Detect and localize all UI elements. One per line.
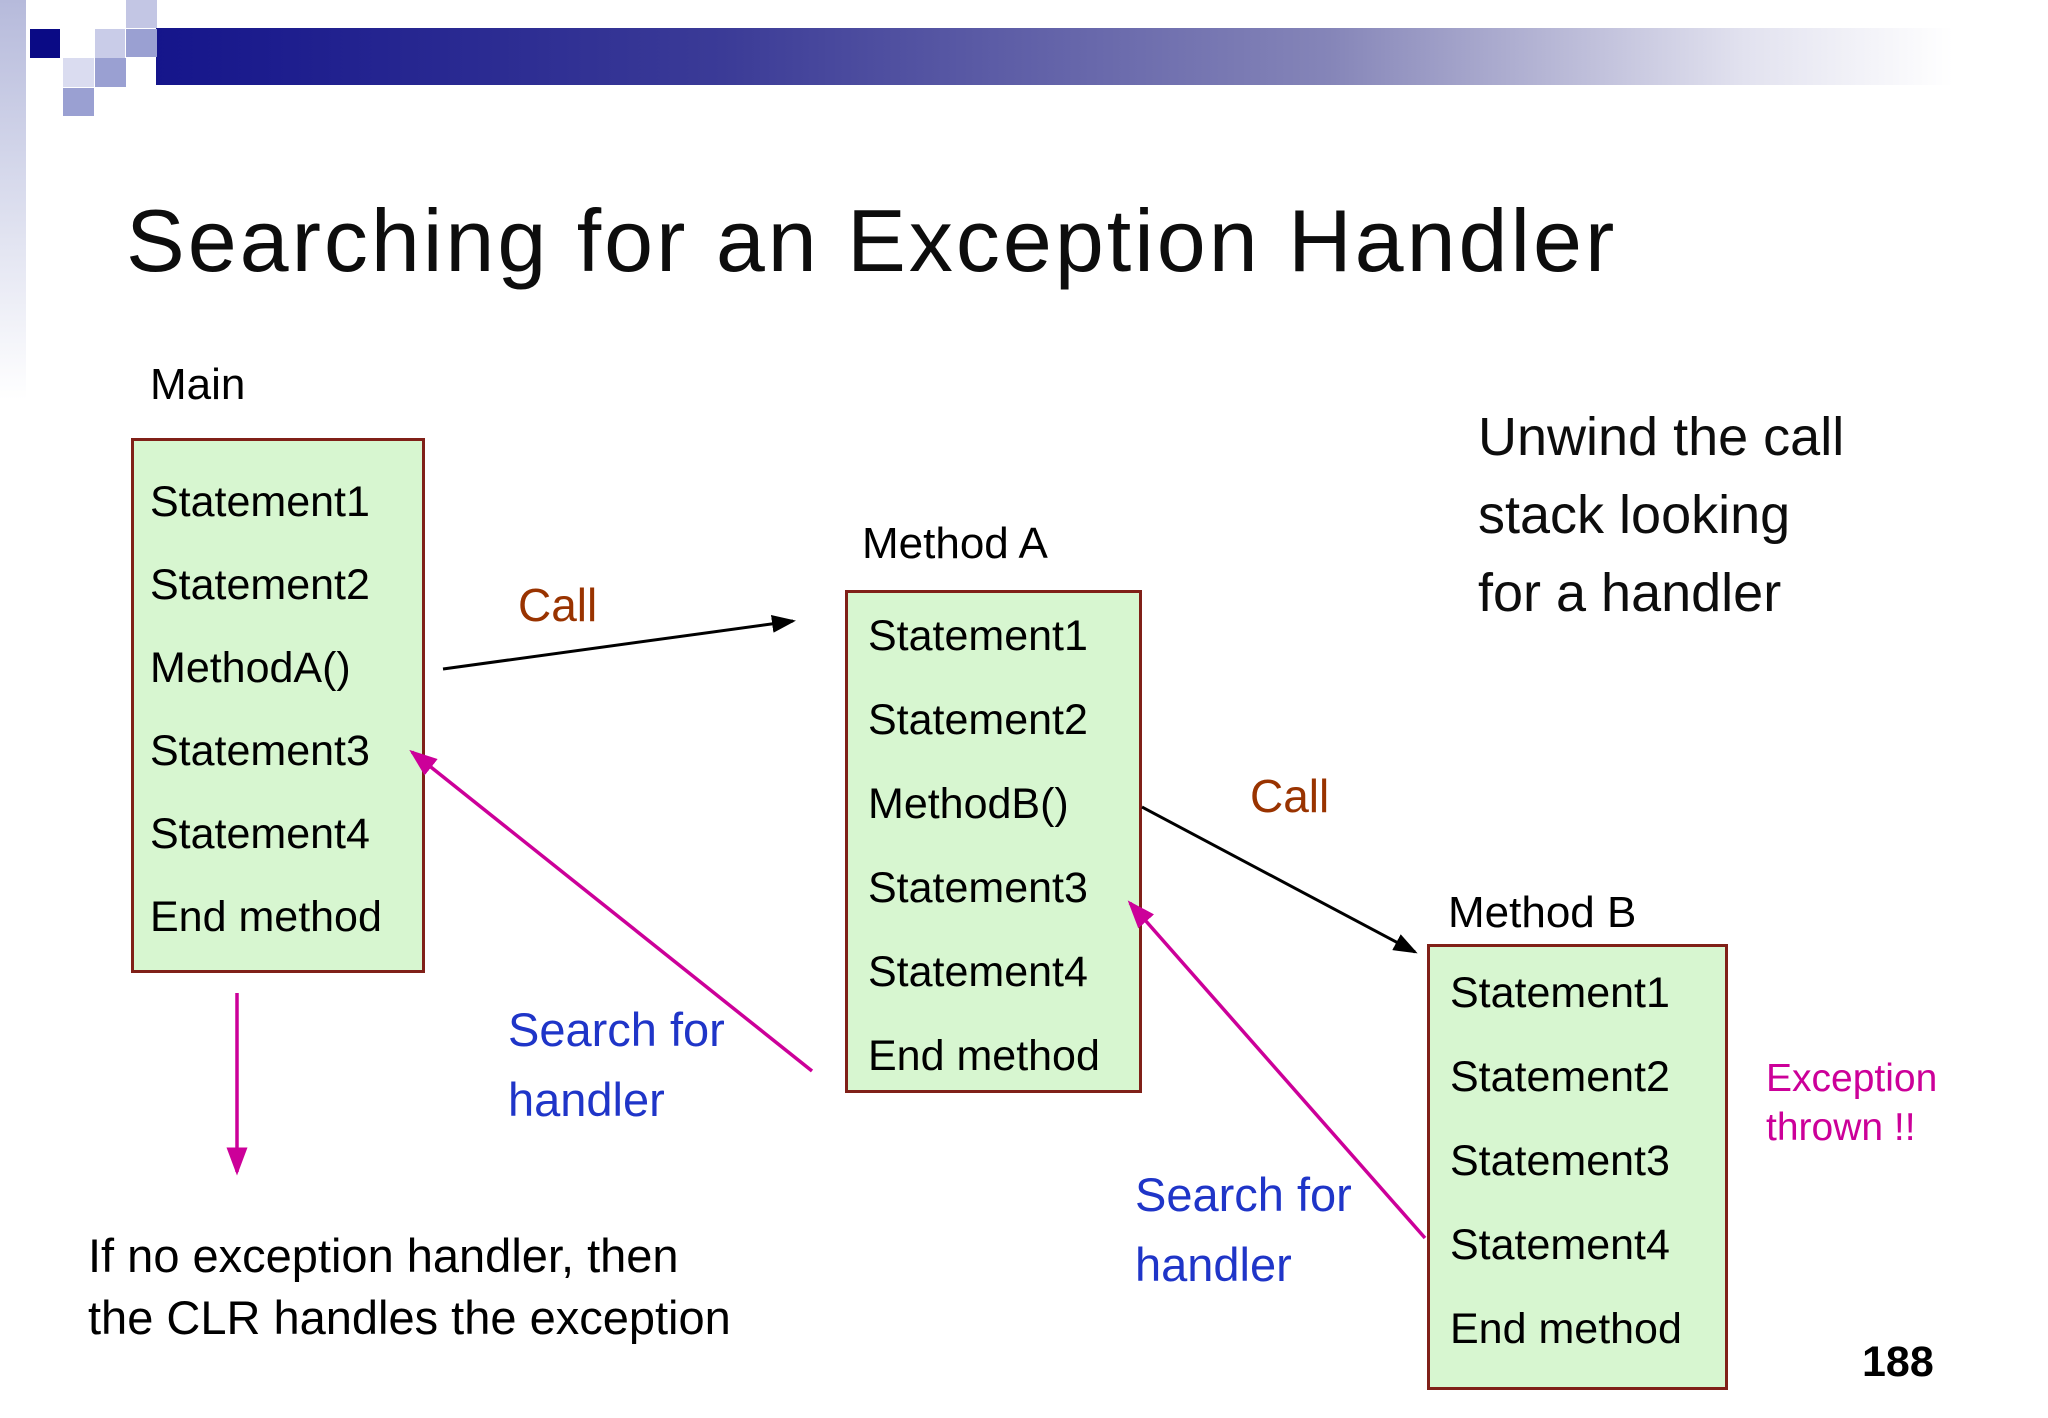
clr-handles-note: If no exception handler, then the CLR ha…: [88, 1225, 731, 1349]
exception-thrown-note: Exception thrown !!: [1766, 1054, 1937, 1152]
statement-row: Statement2: [150, 561, 370, 609]
search-handler-label-1: Search for handler: [508, 995, 725, 1135]
decor-square-top: [126, 0, 157, 28]
statement-row: Statement1: [150, 478, 370, 526]
decor-square-navy: [30, 29, 60, 58]
stack-label-main: Main: [150, 360, 246, 409]
decor-square-mid-left: [95, 58, 126, 87]
call-arrow-main-to-a: [442, 614, 796, 671]
stack-box-main: Statement1 Statement2 MethodA() Statemen…: [131, 438, 425, 973]
search-handler-line2: handler: [1135, 1238, 1292, 1291]
decor-square-pale: [63, 58, 94, 87]
statement-row: Statement1: [868, 612, 1088, 660]
statement-row: Statement4: [150, 810, 370, 858]
stack-box-method-a: Statement1 Statement2 MethodB() Statemen…: [845, 590, 1142, 1093]
call-label-main-to-a: Call: [518, 579, 598, 631]
search-handler-line2: handler: [508, 1073, 665, 1126]
page-title: Searching for an Exception Handler: [126, 191, 1618, 290]
exception-note-line1: Exception: [1766, 1057, 1938, 1100]
statement-row: Statement3: [150, 727, 370, 775]
statement-row: Statement3: [868, 864, 1088, 912]
stack-label-method-b: Method B: [1448, 888, 1637, 937]
decor-square-bottom: [63, 88, 94, 116]
statement-row: Statement3: [1450, 1137, 1670, 1185]
statement-row: MethodB(): [868, 780, 1069, 828]
call-label-a-to-b: Call: [1250, 770, 1330, 822]
clr-note-line1: If no exception handler, then: [88, 1229, 679, 1282]
statement-row: End method: [868, 1032, 1100, 1080]
header-gradient-bar: [156, 28, 2048, 85]
search-handler-label-2: Search for handler: [1135, 1160, 1352, 1300]
statement-row: End method: [150, 893, 382, 941]
statement-row: End method: [1450, 1305, 1682, 1353]
unwind-call-stack-note: Unwind the call stack looking for a hand…: [1478, 398, 1844, 632]
statement-row: Statement4: [1450, 1221, 1670, 1269]
call-arrow-a-to-b: [1141, 805, 1418, 954]
decor-square-light: [95, 29, 125, 58]
statement-row: MethodA(): [150, 644, 351, 692]
stack-label-method-a: Method A: [862, 519, 1048, 568]
decor-square-medium: [126, 29, 157, 57]
page-number: 188: [1862, 1338, 1934, 1386]
unwind-note-line1: Unwind the call: [1478, 407, 1845, 467]
header-left-strip: [0, 0, 26, 400]
search-handler-line1: Search for: [508, 1003, 725, 1056]
statement-row: Statement2: [868, 696, 1088, 744]
search-handler-line1: Search for: [1135, 1168, 1352, 1221]
statement-row: Statement4: [868, 948, 1088, 996]
statement-row: Statement1: [1450, 969, 1670, 1017]
statement-row: Statement2: [1450, 1053, 1670, 1101]
clr-note-line2: the CLR handles the exception: [88, 1291, 731, 1344]
unwind-note-line2: stack looking: [1478, 485, 1791, 545]
exception-note-line2: thrown !!: [1766, 1106, 1916, 1149]
unwind-note-line3: for a handler: [1478, 563, 1782, 623]
stack-box-method-b: Statement1 Statement2 Statement3 Stateme…: [1427, 944, 1728, 1390]
